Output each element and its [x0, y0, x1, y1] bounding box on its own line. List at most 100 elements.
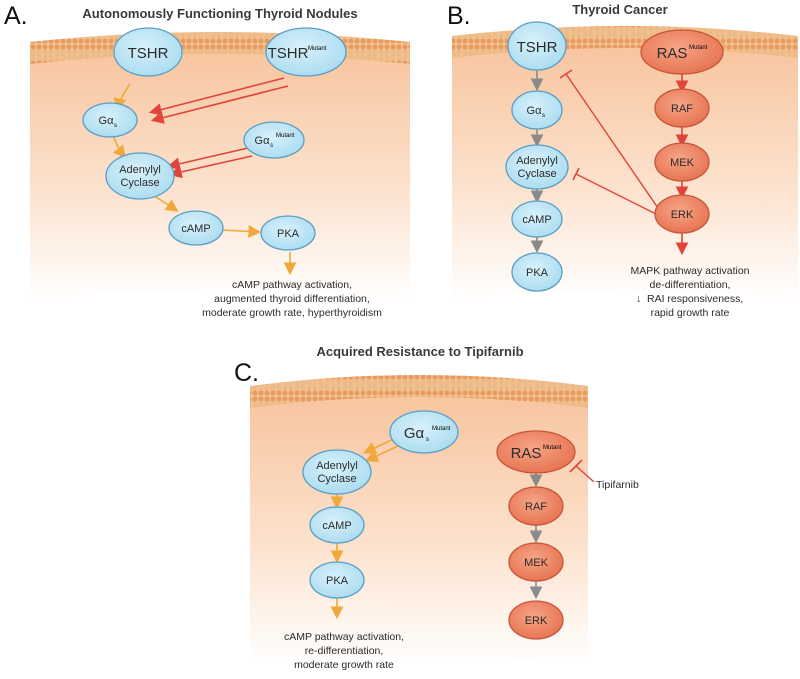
node-b-pka: PKA	[511, 252, 563, 292]
sub-a-gas: s	[114, 123, 117, 129]
inhibit-bar-ac	[572, 167, 580, 181]
label-b-mek: MEK	[670, 157, 695, 169]
label-a-tshr: TSHR	[128, 45, 169, 62]
tipifarnib-label: Tipifarnib	[596, 479, 639, 491]
label-b-gas: Gα	[527, 105, 543, 117]
node-b-tshr: TSHR	[507, 21, 567, 71]
label-a-ac-1: Adenylyl	[119, 164, 161, 176]
panel-b-title: Thyroid Cancer	[572, 2, 667, 17]
node-c-raf: RAF	[508, 486, 564, 526]
label-b-pka: PKA	[526, 267, 549, 279]
sub-b-gas: s	[542, 113, 545, 119]
arrow-tshrmut-gas-1	[148, 77, 285, 116]
node-b-camp: cAMP	[511, 200, 563, 238]
panel-c-outcome: cAMP pathway activation, re-differentiat…	[284, 631, 404, 671]
label-a-gas: Gα	[99, 115, 115, 127]
node-b-mek: MEK	[654, 142, 710, 182]
node-a-tshr: TSHR	[113, 27, 183, 77]
panel-a-cytoplasm	[30, 33, 410, 300]
panel-a-letter: A.	[4, 2, 28, 30]
outcome-b-line3: RAI responsiveness,	[647, 293, 743, 305]
label-b-camp: cAMP	[522, 214, 551, 226]
outcome-b-line4: rapid growth rate	[651, 307, 730, 319]
inhibit-erk-tshr	[565, 73, 659, 209]
label-c-ac-2: Cyclase	[317, 473, 356, 485]
panel-b-letter: B.	[447, 2, 471, 30]
outcome-a-line3: moderate growth rate, hyperthyroidism	[202, 307, 382, 319]
node-b-ras-mutant: RAS Mutant	[640, 29, 724, 75]
arrow-c-gas-ac-2	[365, 445, 399, 462]
node-c-ras-mutant: RAS Mutant	[496, 430, 576, 474]
node-b-adenylyl-cyclase: Adenylyl Cyclase	[505, 144, 569, 190]
label-a-tshr-mutant: TSHR	[268, 45, 309, 62]
label-c-erk: ERK	[525, 615, 548, 627]
inhibit-bar-tshr	[559, 69, 573, 79]
label-c-mek: MEK	[524, 557, 549, 569]
label-a-ac-2: Cyclase	[120, 177, 159, 189]
panel-b: B. Thyroid Cancer TSHR Gα s Adeny	[447, 2, 798, 319]
label-c-gas-mutant: Gα	[404, 425, 425, 442]
node-b-raf: RAF	[654, 88, 710, 128]
panel-c: C. Acquired Resistance to Tipifarnib Tip…	[234, 344, 639, 671]
panel-c-title: Acquired Resistance to Tipifarnib	[316, 344, 523, 359]
outcome-c-line1: cAMP pathway activation,	[284, 631, 404, 643]
panel-c-letter: C.	[234, 359, 259, 387]
node-a-adenylyl-cyclase: Adenylyl Cyclase	[105, 152, 175, 200]
label-b-tshr: TSHR	[517, 39, 558, 56]
outcome-b-line1: MAPK pathway activation	[630, 265, 749, 277]
sub-c-gas-mutant: s	[426, 437, 429, 443]
outcome-c-line2: re-differentiation,	[305, 645, 384, 657]
outcome-a-line1: cAMP pathway activation,	[232, 279, 352, 291]
arrow-tshrmut-gas-2	[150, 85, 289, 124]
down-arrow-icon: ↓	[636, 293, 641, 305]
node-a-gas-mutant: Gα s Mutant	[243, 121, 305, 159]
label-b-raf: RAF	[671, 103, 693, 115]
sup-b-ras: Mutant	[689, 45, 708, 51]
node-c-adenylyl-cyclase: Adenylyl Cyclase	[302, 449, 372, 495]
inhibit-tipifarnib-ras	[575, 465, 595, 483]
arrow-gasmut-ac-1	[166, 147, 249, 171]
arrow-camp-pka	[221, 225, 262, 238]
label-a-camp: cAMP	[181, 223, 210, 235]
outcome-c-line3: moderate growth rate	[294, 659, 394, 671]
label-c-ac-1: Adenylyl	[316, 460, 358, 472]
node-c-camp: cAMP	[309, 506, 365, 544]
label-b-ac-2: Cyclase	[517, 168, 556, 180]
label-c-camp: cAMP	[322, 520, 351, 532]
panel-b-outcome: MAPK pathway activation de-differentiati…	[630, 265, 749, 319]
node-a-gas: Gα s	[82, 102, 138, 138]
inhibit-erk-ac	[575, 173, 657, 215]
node-a-tshr-mutant: TSHR Mutant	[265, 27, 347, 77]
node-c-erk: ERK	[508, 600, 564, 640]
label-c-pka: PKA	[326, 575, 349, 587]
sup-a-gas-mutant: Mutant	[276, 133, 295, 139]
panel-c-membrane	[250, 375, 588, 408]
label-c-raf: RAF	[525, 501, 547, 513]
label-b-ac-1: Adenylyl	[516, 155, 558, 167]
node-b-gas: Gα s	[511, 90, 563, 130]
arrow-c-gas-ac-1	[363, 437, 397, 454]
node-c-gas-mutant: Gα s Mutant	[389, 410, 459, 454]
label-b-erk: ERK	[671, 209, 694, 221]
panel-a: A. Autonomously Functioning Thyroid Nodu…	[4, 2, 410, 319]
node-c-mek: MEK	[508, 542, 564, 582]
label-b-ras: RAS	[657, 45, 688, 62]
sub-a-gas-mutant: s	[270, 143, 273, 149]
inhibit-bar-ras	[569, 459, 583, 473]
label-c-ras: RAS	[511, 445, 542, 462]
sup-a-tshr-mutant: Mutant	[308, 46, 327, 52]
outcome-b-line2: de-differentiation,	[650, 279, 731, 291]
node-a-pka: PKA	[260, 215, 316, 251]
node-b-erk: ERK	[654, 194, 710, 234]
sup-c-gas-mutant: Mutant	[432, 426, 451, 432]
label-a-gas-mutant: Gα	[255, 135, 271, 147]
panel-b-cytoplasm	[452, 27, 798, 300]
node-c-pka: PKA	[309, 561, 365, 599]
panel-a-title: Autonomously Functioning Thyroid Nodules	[82, 6, 357, 21]
outcome-a-line2: augmented thyroid differentiation,	[214, 293, 370, 305]
panel-a-outcome: cAMP pathway activation, augmented thyro…	[202, 279, 382, 319]
node-a-camp: cAMP	[168, 210, 224, 246]
label-a-pka: PKA	[277, 228, 300, 240]
